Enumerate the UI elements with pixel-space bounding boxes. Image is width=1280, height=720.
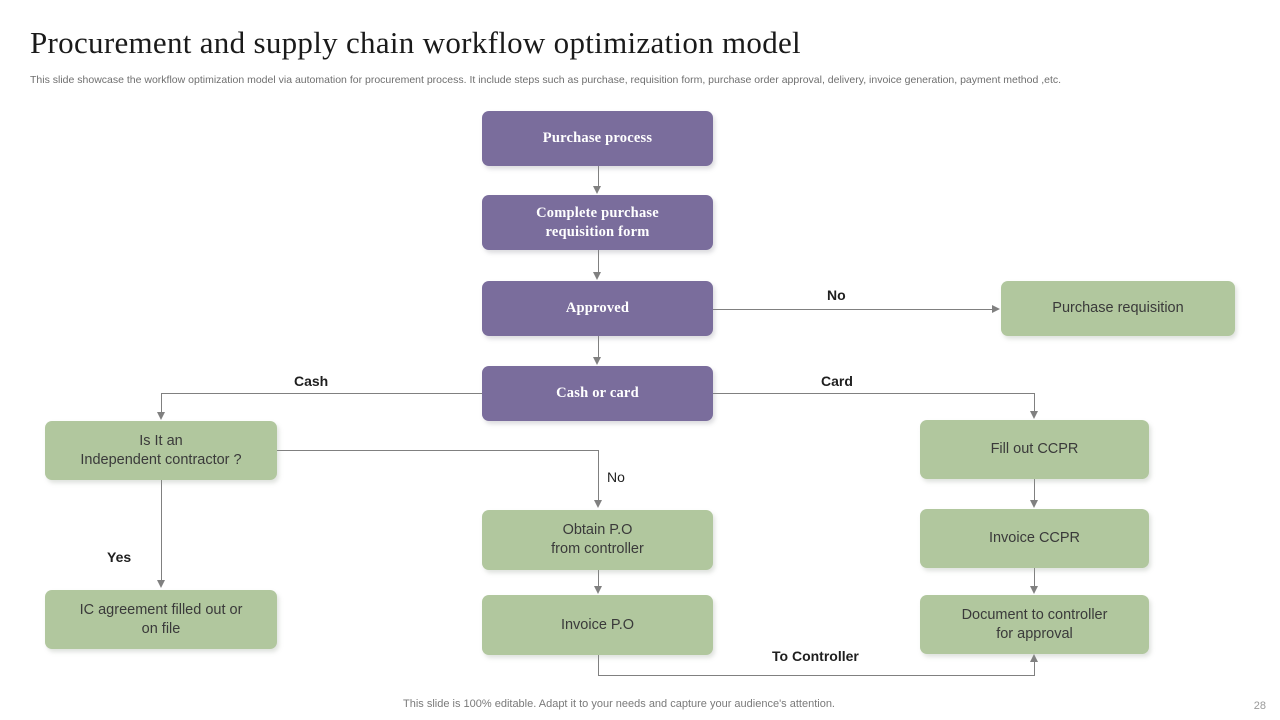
node-invoice-ccpr-label: Invoice CCPR — [988, 530, 1081, 546]
node-cash-or-card-label: Cash or card — [556, 385, 639, 401]
connector-to-controller-up — [1034, 662, 1035, 676]
edge-label-cash: Cash — [294, 373, 329, 389]
footer-note: This slide is 100% editable. Adapt it to… — [403, 698, 835, 710]
arrowhead-contractor-to-ic-agreement — [156, 580, 165, 588]
node-document-to-controller-label: Document to controller for approval — [961, 606, 1108, 642]
arrowhead-fillccpr-to-invoiceccpr — [1029, 500, 1038, 508]
edge-label-yes-contractor: Yes — [107, 549, 132, 565]
connector-contractor-no-horizontal — [277, 450, 599, 451]
connector-approved-to-cashcard — [598, 336, 599, 358]
page-title: Procurement and supply chain workflow op… — [30, 25, 801, 60]
arrowhead-approved-to-cashcard — [593, 357, 601, 365]
arrowhead-cash-to-contractor — [156, 412, 165, 420]
node-invoice-po[interactable]: Invoice P.O — [482, 595, 713, 655]
page-subtitle: This slide showcase the workflow optimiz… — [30, 74, 1062, 86]
node-approved[interactable]: Approved — [482, 281, 713, 336]
node-purchase-requisition-label: Purchase requisition — [1052, 300, 1184, 316]
node-invoice-po-label: Invoice P.O — [560, 616, 635, 633]
arrowhead-card-to-fill-ccpr — [1029, 411, 1038, 419]
node-approved-label: Approved — [565, 300, 630, 316]
edge-label-no-contractor: No — [607, 469, 625, 485]
connector-requisition-to-approved — [598, 250, 599, 273]
node-complete-purchase-requisition-form[interactable]: Complete purchase requisition form — [482, 195, 713, 250]
node-obtain-po-from-controller[interactable]: Obtain P.O from controller — [482, 510, 713, 570]
connector-to-controller-horizontal — [598, 675, 1035, 676]
connector-cashcard-cash-horizontal — [161, 393, 482, 394]
arrowhead-invoiceccpr-to-document — [1029, 586, 1038, 594]
connector-contractor-no-vertical — [598, 450, 599, 501]
node-purchase-process[interactable]: Purchase process — [482, 111, 713, 166]
node-is-independent-contractor[interactable]: Is It an Independent contractor ? — [45, 421, 277, 480]
node-ic-agreement-label: IC agreement filled out or on file — [79, 601, 243, 637]
arrowhead-obtainpo-to-invoicepo — [593, 586, 602, 594]
connector-cashcard-cash-vertical — [161, 393, 162, 413]
connector-fillccpr-to-invoiceccpr — [1034, 479, 1035, 501]
node-invoice-ccpr[interactable]: Invoice CCPR — [920, 509, 1149, 568]
node-purchase-requisition[interactable]: Purchase requisition — [1001, 281, 1235, 336]
connector-contractor-yes-vertical — [161, 480, 162, 581]
node-purchase-process-label: Purchase process — [542, 130, 653, 146]
node-complete-purchase-requisition-form-label: Complete purchase requisition form — [536, 204, 659, 240]
connector-obtainpo-to-invoicepo — [598, 570, 599, 587]
node-cash-or-card[interactable]: Cash or card — [482, 366, 713, 421]
edge-label-card: Card — [821, 373, 853, 389]
arrowhead-to-controller-document — [1029, 654, 1038, 662]
node-fill-out-ccpr-label: Fill out CCPR — [990, 441, 1079, 457]
node-ic-agreement[interactable]: IC agreement filled out or on file — [45, 590, 277, 649]
connector-invoicepo-down — [598, 655, 599, 675]
node-fill-out-ccpr[interactable]: Fill out CCPR — [920, 420, 1149, 479]
connector-cashcard-card-vertical — [1034, 393, 1035, 412]
node-document-to-controller[interactable]: Document to controller for approval — [920, 595, 1149, 654]
edge-label-to-controller: To Controller — [772, 648, 859, 664]
connector-purchase-to-requisition — [598, 166, 599, 187]
arrowhead-contractor-to-obtain-po — [593, 500, 602, 508]
arrowhead-approved-to-purchase-requisition — [992, 304, 1000, 313]
node-obtain-po-from-controller-label: Obtain P.O from controller — [551, 522, 644, 557]
arrowhead-purchase-to-requisition — [593, 186, 601, 194]
connector-cashcard-card-horizontal — [713, 393, 1035, 394]
edge-label-no-approved: No — [827, 287, 846, 303]
connector-invoiceccpr-to-document — [1034, 568, 1035, 587]
node-is-independent-contractor-label: Is It an Independent contractor ? — [80, 432, 242, 468]
page-number: 28 — [1253, 700, 1266, 712]
arrowhead-requisition-to-approved — [593, 272, 601, 280]
connector-approved-to-purchase-requisition — [713, 309, 992, 310]
